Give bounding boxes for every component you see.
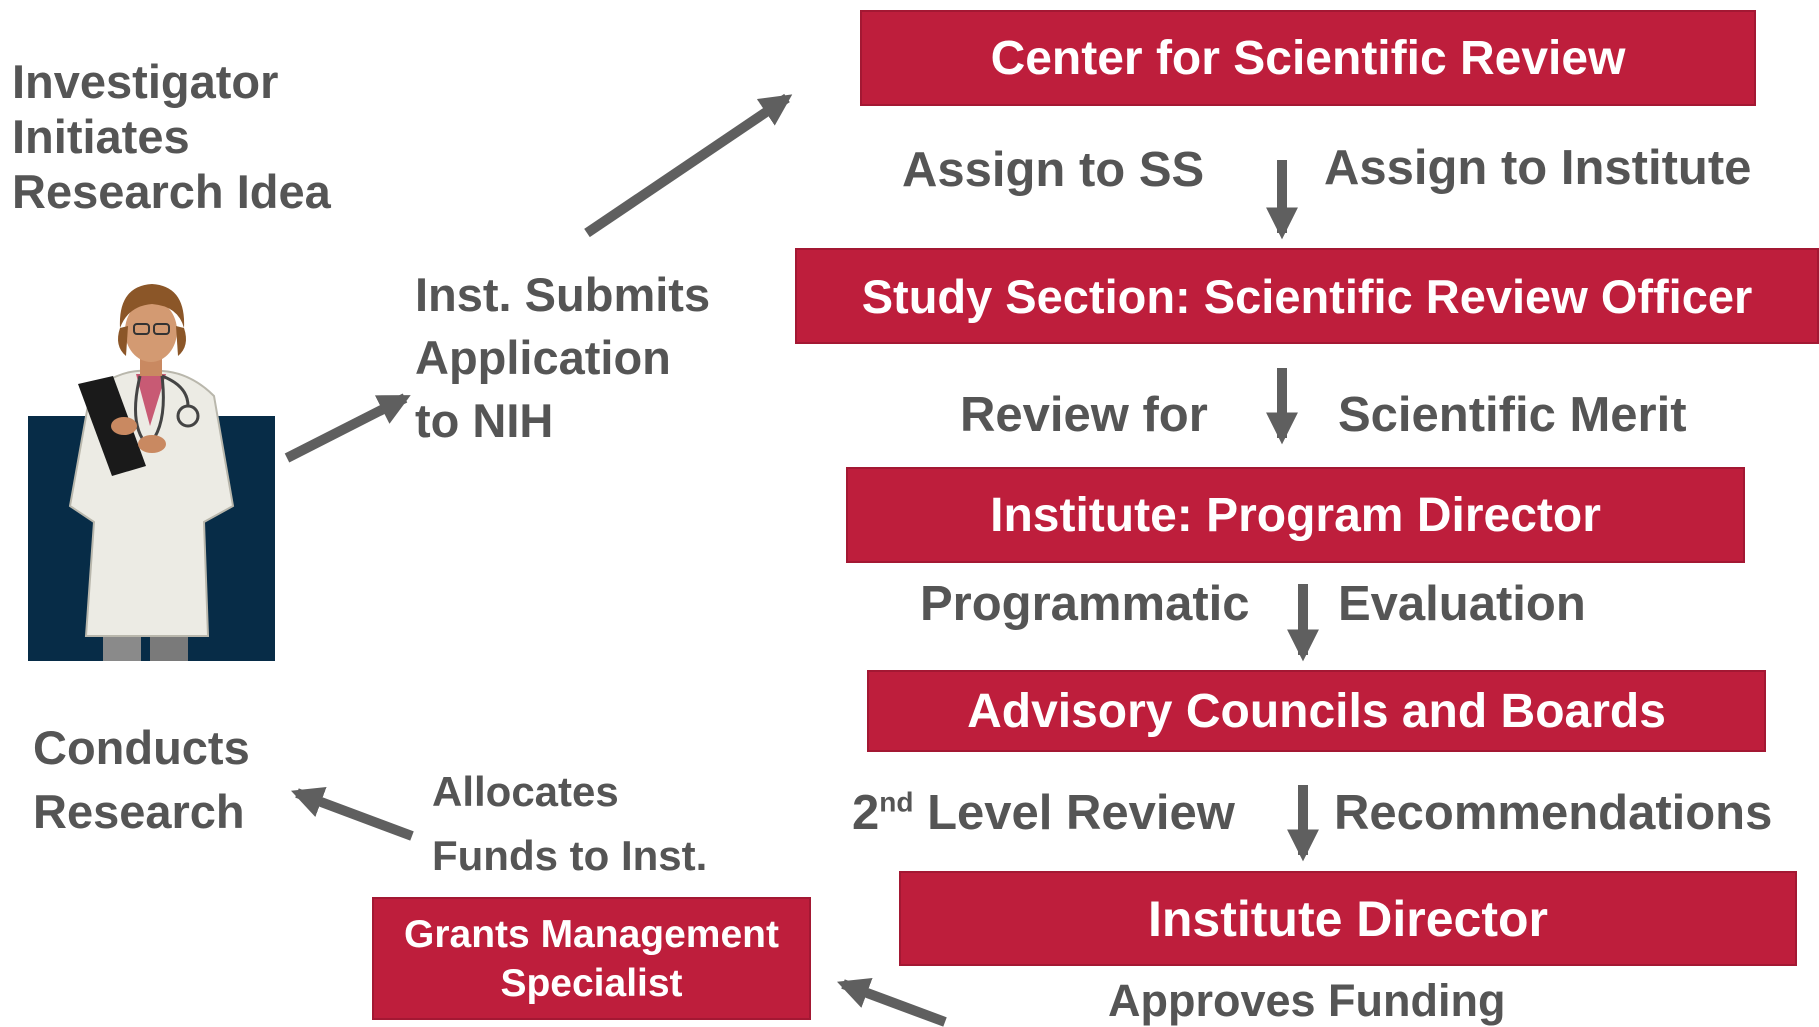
second-level-review-label: 2nd Level Review	[852, 785, 1235, 841]
arrow-to-conducts-icon	[291, 786, 414, 841]
review-for-label: Review for	[960, 388, 1208, 442]
institute-director-box-label: Institute Director	[1147, 890, 1549, 947]
institute-director-box: Institute Director	[899, 871, 1797, 966]
investigator-line-2: Initiates	[12, 110, 190, 163]
investigator-initiates-label: Investigator Initiates Research Idea	[12, 54, 331, 219]
assign-to-ss-label: Assign to SS	[902, 143, 1205, 197]
grants-management-line-2: Specialist	[500, 961, 683, 1005]
arrow-to-submits-icon	[284, 393, 411, 463]
grants-management-line-1: Grants Management	[404, 912, 779, 956]
second-level-rest: Level Review	[913, 786, 1235, 840]
allocates-line-2: Funds to Inst.	[432, 832, 708, 879]
councils-box: Advisory Councils and Boards	[867, 670, 1766, 752]
approves-funding-label: Approves Funding	[1108, 975, 1506, 1026]
arrow-to-grants-icon	[837, 977, 947, 1027]
assign-to-institute-label: Assign to Institute	[1324, 141, 1752, 195]
evaluation-label: Evaluation	[1338, 577, 1586, 631]
allocates-line-1: Allocates	[432, 768, 619, 815]
csr-box-label: Center for Scientific Review	[990, 31, 1626, 85]
grants-management-box: Grants Management Specialist	[372, 897, 811, 1020]
program-director-box-label: Institute: Program Director	[990, 488, 1601, 542]
second-level-sup: nd	[879, 786, 914, 818]
arrow-to-csr-icon	[584, 93, 793, 238]
submits-line-2: Application	[415, 331, 671, 384]
doctor-figure	[28, 276, 275, 661]
scientific-merit-label: Scientific Merit	[1338, 388, 1687, 442]
investigator-line-1: Investigator	[12, 55, 279, 108]
csr-box: Center for Scientific Review	[860, 10, 1756, 106]
conducts-research-label: Conducts Research	[33, 716, 250, 844]
conducts-line-2: Research	[33, 785, 245, 838]
program-director-box: Institute: Program Director	[846, 467, 1745, 563]
conducts-line-1: Conducts	[33, 721, 250, 774]
study-section-box: Study Section: Scientific Review Officer	[795, 248, 1819, 344]
allocates-funds-label: Allocates Funds to Inst.	[432, 760, 707, 888]
investigator-line-3: Research Idea	[12, 165, 331, 218]
councils-box-label: Advisory Councils and Boards	[967, 684, 1666, 738]
study-section-box-label: Study Section: Scientific Review Officer	[861, 269, 1753, 323]
programmatic-label: Programmatic	[920, 577, 1250, 631]
second-level-prefix: 2	[852, 786, 880, 840]
doctor-figure-icon	[28, 284, 275, 661]
submits-line-3: to NIH	[415, 394, 554, 447]
inst-submits-label: Inst. Submits Application to NIH	[415, 263, 710, 452]
recommendations-label: Recommendations	[1334, 786, 1773, 840]
submits-line-1: Inst. Submits	[415, 268, 711, 321]
